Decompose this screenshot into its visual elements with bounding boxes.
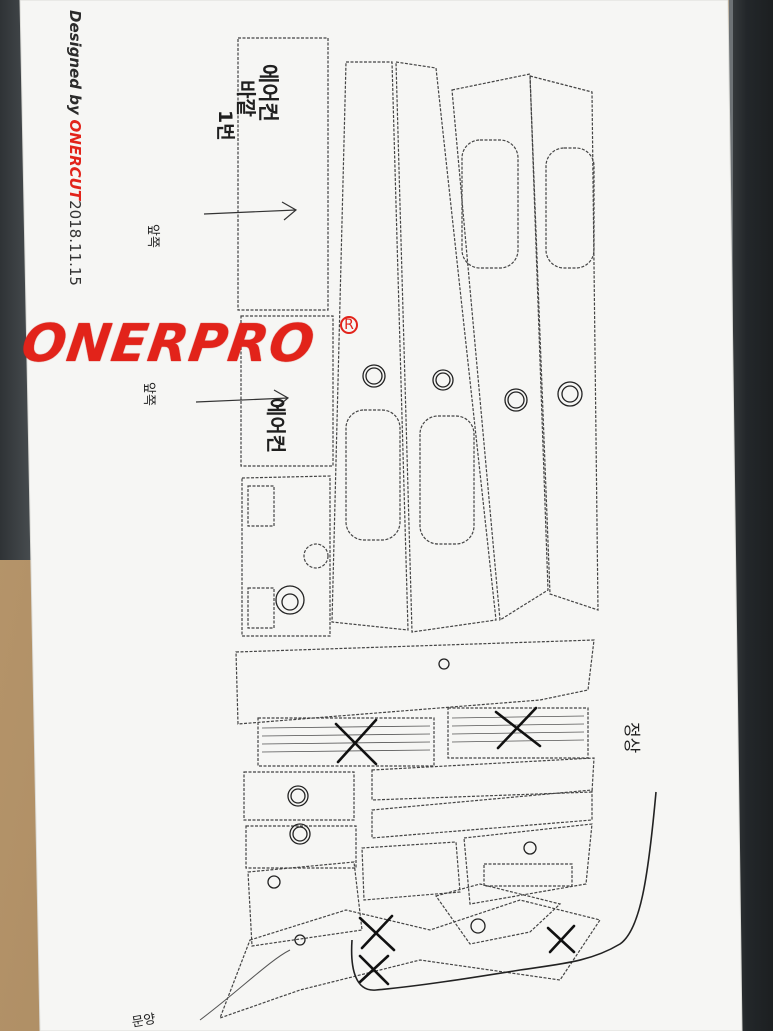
outline-window-4: [419, 415, 475, 545]
outline-piece-c: [247, 861, 363, 947]
outline-piece-e: [463, 823, 593, 905]
outline-dash-bar: [235, 639, 595, 725]
outline-panel-top-left: [237, 37, 329, 311]
outline-strip-3: [451, 73, 549, 622]
handwriting-note-right: 정상: [621, 722, 641, 754]
outline-panel-mid-left: [240, 315, 334, 467]
handwriting-note-side-a: 앞쪽: [145, 224, 160, 248]
outline-strip-1: [331, 61, 409, 631]
designed-by-company: ONERCUT: [66, 119, 84, 201]
outline-vent-left: [257, 717, 435, 767]
handwriting-note-side-b: 앞쪽: [141, 382, 156, 406]
outline-switch-slot-2: [247, 587, 275, 629]
design-date: 2018.11.15: [66, 200, 84, 286]
outline-strip-2: [395, 61, 497, 633]
designed-by-prefix: Designed by: [66, 10, 84, 115]
onerpro-logo: ONERPRO: [17, 314, 319, 374]
outline-slot-bottom: [483, 863, 573, 887]
outline-piece-a: [243, 771, 355, 821]
outline-strip-r1: [371, 757, 595, 801]
outline-window-1: [461, 139, 519, 269]
outline-strip-4: [529, 75, 599, 611]
outline-piece-b: [245, 825, 357, 869]
outline-switch-knob: [303, 543, 329, 569]
outline-vent-right: [447, 707, 589, 759]
handwriting-note-top-c: 1번: [214, 110, 236, 141]
handwriting-note-mid: 에어컨: [264, 398, 288, 454]
outline-window-3: [345, 409, 401, 541]
registered-mark: R: [340, 316, 358, 334]
outline-bottom-piece: [435, 883, 562, 945]
outline-switch-slot-1: [247, 485, 275, 527]
outline-switch-panel: [241, 475, 331, 637]
outline-bottom-trim: [218, 899, 601, 1019]
designed-by-line: Designed by ONERCUT2018.11.15: [66, 10, 84, 286]
outline-window-2: [545, 147, 595, 269]
outline-piece-d: [361, 841, 461, 901]
